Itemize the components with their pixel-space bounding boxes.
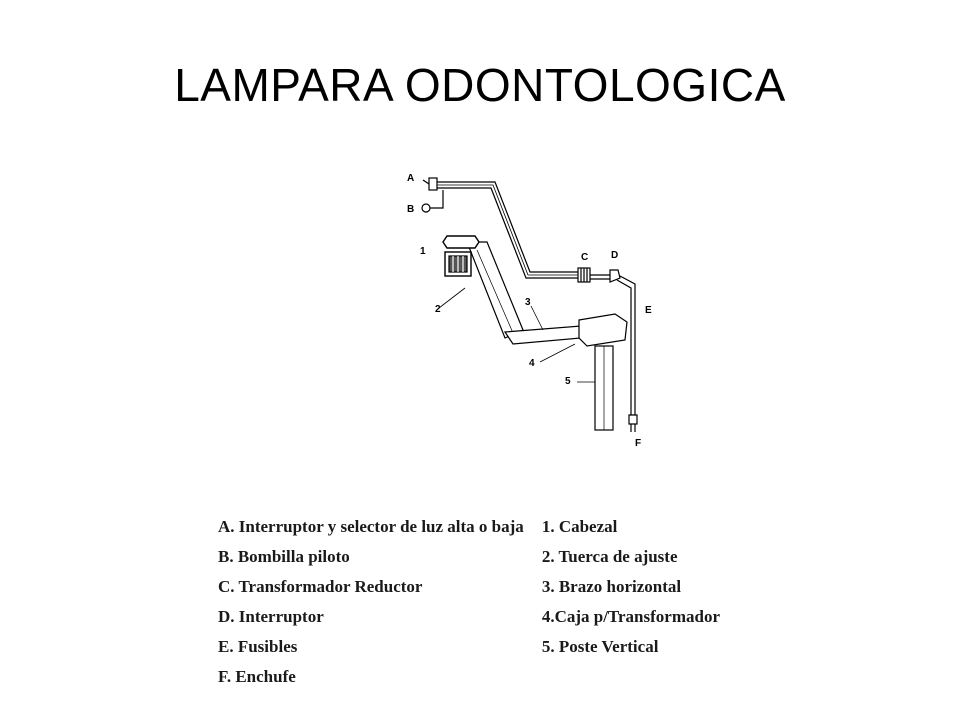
legend-item-1: 1. Cabezal <box>541 517 618 536</box>
box-4 <box>578 313 628 347</box>
legend-item-f: F. Enchufe <box>218 667 296 686</box>
label-2: 2 <box>435 304 441 315</box>
cable-e <box>619 275 636 415</box>
pilot-lamp-b <box>421 203 431 213</box>
dental-lamp-diagram: A B 1 2 3 4 5 C D E F <box>407 173 652 449</box>
legend-item-c: C. Transformador Reductor <box>218 577 423 596</box>
legend-item-b: B. Bombilla piloto <box>218 547 350 566</box>
pilot-wire <box>429 190 444 209</box>
slide-title: LAMPARA ODONTOLOGICA <box>174 59 786 111</box>
legend-item-2: 2. Tuerca de ajuste <box>541 547 678 566</box>
label-f: F <box>635 438 641 449</box>
legend-item-e: E. Fusibles <box>218 637 298 656</box>
legend-item-a: A. Interruptor y selector de luz alta o … <box>218 517 524 536</box>
arm-2 <box>466 241 524 339</box>
label-3: 3 <box>525 297 531 308</box>
label-d: D <box>611 250 618 261</box>
cable-upper <box>435 181 580 273</box>
label-a: A <box>407 173 414 184</box>
legend-item-4: 4.Caja p/Transformador <box>541 607 720 626</box>
label-c: C <box>581 252 588 263</box>
plug-f <box>628 414 638 425</box>
legend-letters: A. Interruptor y selector de luz alta o … <box>218 512 524 692</box>
label-5: 5 <box>565 376 571 387</box>
cable-lower <box>435 187 580 279</box>
cable-e-2 <box>616 279 632 415</box>
legend-numbers: 1. Cabezal 2. Tuerca de ajuste 3. Brazo … <box>542 512 720 692</box>
switch-a <box>428 177 438 191</box>
legend: A. Interruptor y selector de luz alta o … <box>218 512 720 692</box>
lamp-head <box>442 235 480 249</box>
switch-d <box>609 269 621 283</box>
label-b: B <box>407 204 414 215</box>
legend-item-3: 3. Brazo horizontal <box>541 577 682 596</box>
label-e: E <box>645 305 652 316</box>
legend-item-d: D. Interruptor <box>218 607 324 626</box>
cable-inner <box>437 184 580 276</box>
legend-item-5: 5. Poste Vertical <box>541 637 659 656</box>
label-4: 4 <box>529 358 535 369</box>
label-1: 1 <box>420 246 426 257</box>
